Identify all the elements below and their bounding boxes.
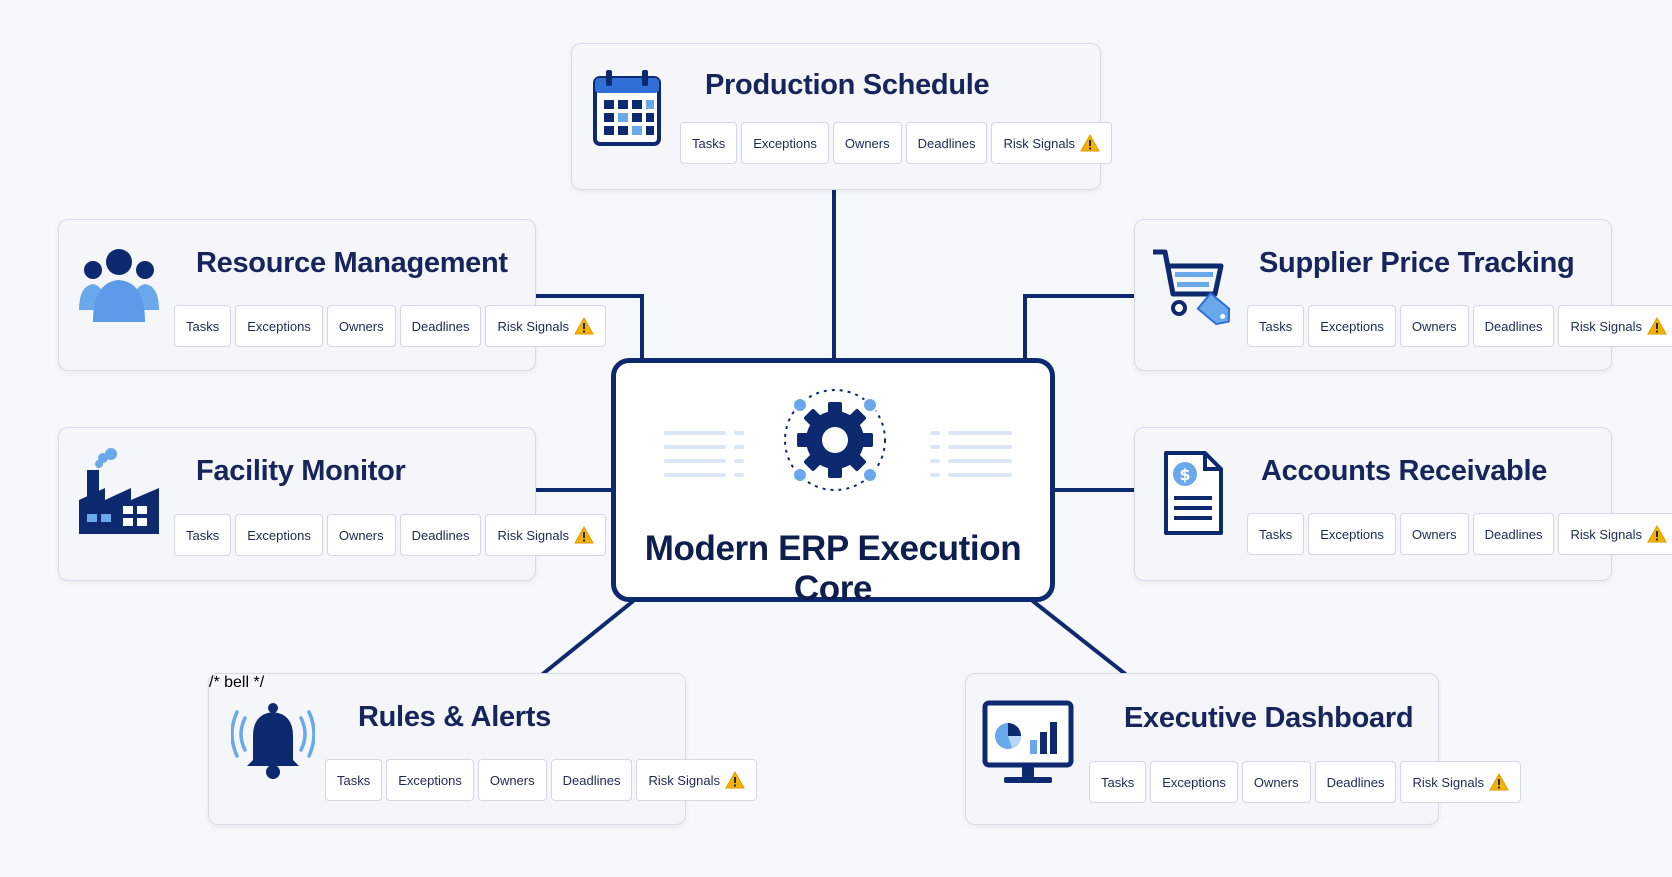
module-card-rules-alerts[interactable]: /* bell */ Rules & Alerts Tasks Exceptio… <box>208 673 757 825</box>
chip-owners[interactable]: Owners <box>1241 761 1311 803</box>
module-title: Supplier Price Tracking <box>1259 247 1575 279</box>
chip-deadlines[interactable]: Deadlines <box>1472 305 1555 347</box>
chip-risk-signals[interactable]: Risk Signals <box>485 305 606 347</box>
chip-exceptions[interactable]: Exceptions <box>386 759 474 801</box>
chip-owners[interactable]: Owners <box>1399 513 1469 555</box>
chip-exceptions[interactable]: Exceptions <box>741 122 829 164</box>
chip-tasks[interactable]: Tasks <box>174 514 232 556</box>
warning-icon <box>574 317 594 335</box>
warning-icon <box>1489 773 1509 791</box>
chip-tasks[interactable]: Tasks <box>1247 305 1305 347</box>
chip-tasks[interactable]: Tasks <box>1089 761 1147 803</box>
svg-text:$: $ <box>1179 465 1190 484</box>
chip-tasks[interactable]: Tasks <box>680 122 738 164</box>
chip-risk-signals[interactable]: Risk Signals <box>1400 761 1521 803</box>
connector-rules-alerts <box>541 599 635 676</box>
warning-icon <box>1647 525 1667 543</box>
chip-row: Tasks Exceptions Owners Deadlines Risk S… <box>174 514 606 556</box>
people-icon <box>79 249 159 322</box>
core-title: Modern ERP Execution Core <box>644 529 1022 608</box>
chip-row: Tasks Exceptions Owners Deadlines Risk S… <box>1089 761 1521 803</box>
chip-row: Tasks Exceptions Owners Deadlines Risk S… <box>1247 513 1672 555</box>
chip-tasks[interactable]: Tasks <box>325 759 383 801</box>
chip-row: Tasks Exceptions Owners Deadlines Risk S… <box>325 759 757 801</box>
chip-exceptions[interactable]: Exceptions <box>1150 761 1238 803</box>
text-lines-decoration <box>930 431 1012 477</box>
chip-deadlines[interactable]: Deadlines <box>399 305 482 347</box>
calendar-icon <box>593 70 661 146</box>
connector-supplier-price-tracking <box>1023 294 1136 360</box>
text-lines-decoration <box>664 431 744 477</box>
module-card-accounts-receivable[interactable]: $ Accounts Receivable Tasks Exceptions O… <box>1134 427 1672 581</box>
factory-icon <box>79 448 159 534</box>
chip-risk-signals[interactable]: Risk Signals <box>1558 305 1672 347</box>
warning-icon <box>725 771 745 789</box>
chip-risk-signals[interactable]: Risk Signals <box>1558 513 1672 555</box>
chip-deadlines[interactable]: Deadlines <box>1472 513 1555 555</box>
module-card-resource-management[interactable]: Resource Management Tasks Exceptions Own… <box>58 219 606 371</box>
chip-tasks[interactable]: Tasks <box>174 305 232 347</box>
module-title: Executive Dashboard <box>1124 702 1414 734</box>
chip-deadlines[interactable]: Deadlines <box>905 122 988 164</box>
warning-icon <box>574 526 594 544</box>
chip-owners[interactable]: Owners <box>832 122 902 164</box>
chip-risk-signals[interactable]: Risk Signals <box>485 514 606 556</box>
chip-deadlines[interactable]: Deadlines <box>399 514 482 556</box>
chip-owners[interactable]: Owners <box>1399 305 1469 347</box>
chip-deadlines[interactable]: Deadlines <box>1314 761 1397 803</box>
chip-row: Tasks Exceptions Owners Deadlines Risk S… <box>174 305 606 347</box>
chip-exceptions[interactable]: Exceptions <box>1308 305 1396 347</box>
shopping-cart-tag-icon <box>1153 249 1231 326</box>
warning-icon <box>1080 134 1100 152</box>
chip-risk-signals[interactable]: Risk Signals <box>636 759 757 801</box>
connector-executive-dashboard <box>1031 599 1127 676</box>
chip-owners[interactable]: Owners <box>326 514 396 556</box>
module-title: Resource Management <box>196 247 508 279</box>
module-title: Rules & Alerts <box>358 701 551 733</box>
module-card-supplier-price-tracking[interactable]: Supplier Price Tracking Tasks Exceptions… <box>1134 219 1672 371</box>
bell-icon <box>231 703 315 779</box>
module-title: Production Schedule <box>705 69 990 101</box>
chip-exceptions[interactable]: Exceptions <box>1308 513 1396 555</box>
chip-exceptions[interactable]: Exceptions <box>235 305 323 347</box>
module-card-facility-monitor[interactable]: Facility Monitor Tasks Exceptions Owners… <box>58 427 606 581</box>
chip-tasks[interactable]: Tasks <box>1247 513 1305 555</box>
chip-row: Tasks Exceptions Owners Deadlines Risk S… <box>680 122 1112 164</box>
module-card-executive-dashboard[interactable]: Executive Dashboard Tasks Exceptions Own… <box>965 673 1521 825</box>
invoice-document-icon: $ <box>1164 451 1223 535</box>
chip-row: Tasks Exceptions Owners Deadlines Risk S… <box>1247 305 1672 347</box>
module-title: Facility Monitor <box>196 455 406 487</box>
chip-exceptions[interactable]: Exceptions <box>235 514 323 556</box>
chip-deadlines[interactable]: Deadlines <box>550 759 633 801</box>
chip-risk-signals[interactable]: Risk Signals <box>991 122 1112 164</box>
module-card-production-schedule[interactable]: Production Schedule Tasks Exceptions Own… <box>571 43 1112 190</box>
warning-icon <box>1647 317 1667 335</box>
monitor-chart-icon <box>982 700 1074 783</box>
chip-owners[interactable]: Owners <box>326 305 396 347</box>
module-title: Accounts Receivable <box>1261 455 1548 487</box>
connector-resource-management <box>532 294 644 360</box>
gear-icon <box>784 389 886 491</box>
chip-owners[interactable]: Owners <box>477 759 547 801</box>
erp-core-box: Modern ERP Execution Core <box>611 358 1055 608</box>
